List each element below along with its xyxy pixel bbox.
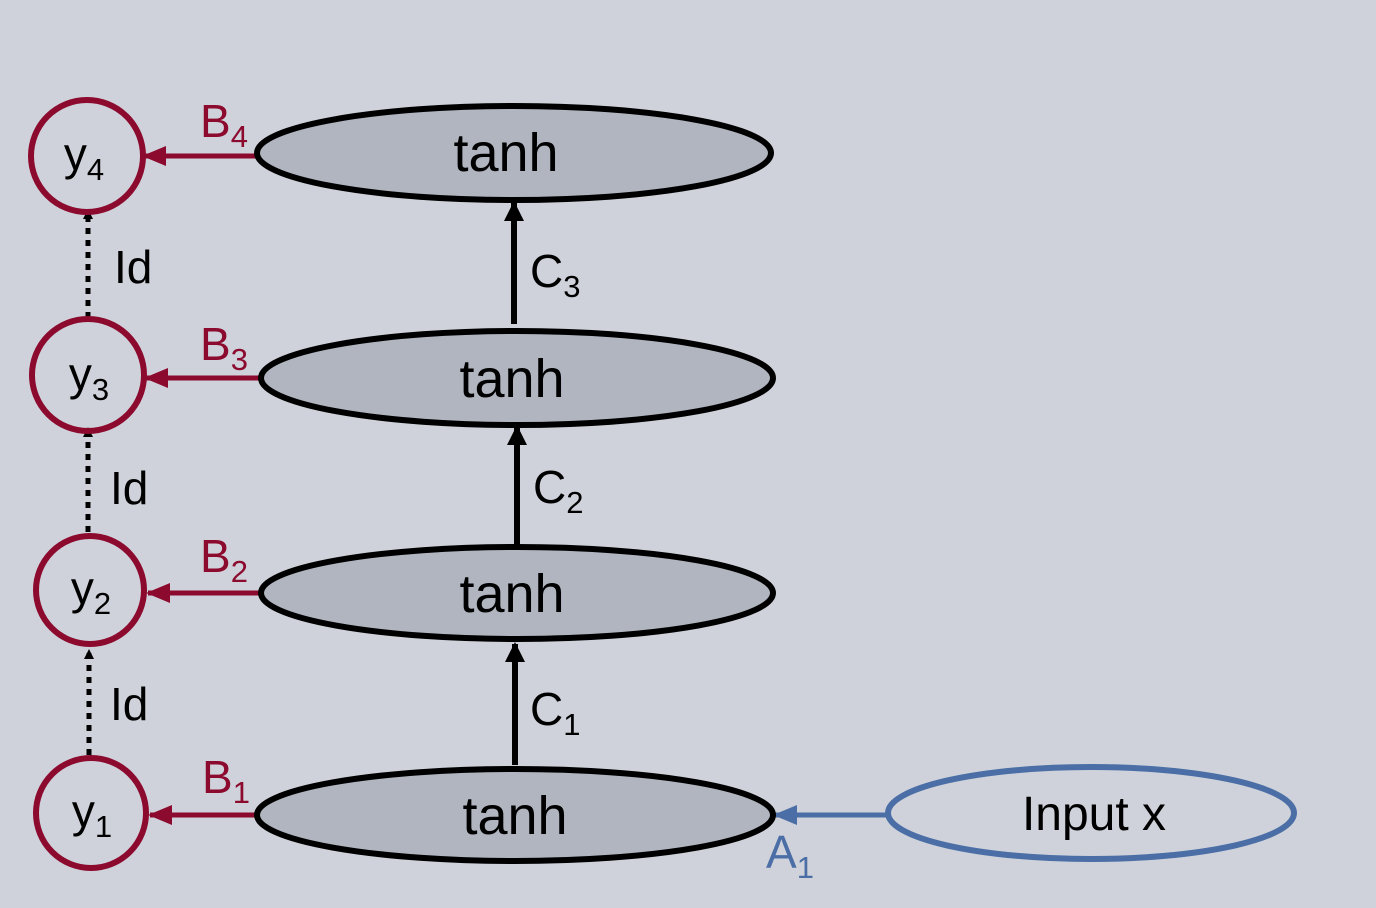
edge-b1-label: B1 <box>202 751 250 810</box>
output-node-2: y2 <box>33 533 147 647</box>
edge-a1-label: A1 <box>766 826 814 885</box>
edge-id-3-label: Id <box>114 241 152 293</box>
tanh-layer-2: tanh <box>258 544 776 642</box>
output-node-4: y4 <box>28 97 146 215</box>
tanh-layer-2-label: tanh <box>459 564 564 624</box>
tanh-layer-4: tanh <box>254 103 774 203</box>
edge-id-2-label: Id <box>110 462 148 514</box>
tanh-layer-3-label: tanh <box>459 349 564 409</box>
c-edges <box>504 201 527 765</box>
tanh-layer-4-label: tanh <box>453 123 558 183</box>
tanh-layer-1-label: tanh <box>462 786 567 846</box>
output-node-4-label: y4 <box>64 128 104 187</box>
edge-b4-label: B4 <box>200 95 248 154</box>
edge-c3-label: C3 <box>530 245 580 304</box>
output-node-3-label: y3 <box>69 348 109 407</box>
tanh-layer-3: tanh <box>258 328 776 428</box>
input-node: Input x <box>885 764 1297 862</box>
output-node-1-label: y1 <box>72 785 112 844</box>
output-node-2-label: y2 <box>71 562 111 621</box>
edge-b2-label: B2 <box>200 530 248 589</box>
edge-b3-label: B3 <box>200 318 248 377</box>
b-edges <box>142 146 260 825</box>
output-node-3: y3 <box>29 316 147 434</box>
edge-c1-label: C1 <box>530 683 580 742</box>
tanh-layer-1: tanh <box>254 766 776 864</box>
output-node-1: y1 <box>33 755 149 871</box>
edge-id-1-label: Id <box>110 678 148 730</box>
id-edges <box>83 209 94 755</box>
edge-c2-label: C2 <box>533 461 583 520</box>
input-node-label: Input x <box>1022 788 1166 841</box>
